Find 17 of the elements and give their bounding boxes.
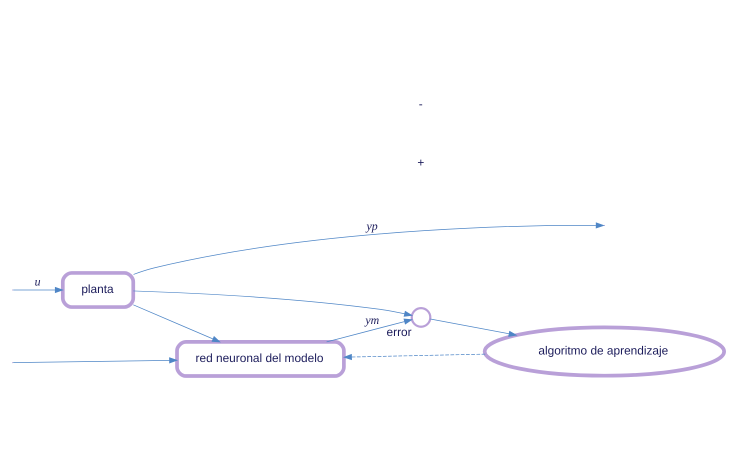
- edge-label: u: [34, 274, 41, 288]
- arrow: [430, 318, 518, 336]
- label: -: [418, 96, 423, 111]
- arrow: [326, 318, 413, 342]
- edge-label: ym: [365, 312, 380, 326]
- arrow: [342, 353, 486, 360]
- arrow: [132, 290, 413, 316]
- node-circle: [410, 306, 432, 328]
- label: +: [417, 155, 424, 170]
- edge-label: yp: [366, 218, 378, 232]
- arrow: [133, 222, 605, 274]
- arrow: [12, 286, 64, 293]
- node-label: error: [386, 324, 412, 339]
- node-box: red neuronal del modelo: [175, 340, 346, 378]
- node-box: planta: [60, 270, 136, 308]
- arrow: [132, 304, 221, 342]
- node-ellipse: algoritmo de aprendizaje: [482, 325, 726, 378]
